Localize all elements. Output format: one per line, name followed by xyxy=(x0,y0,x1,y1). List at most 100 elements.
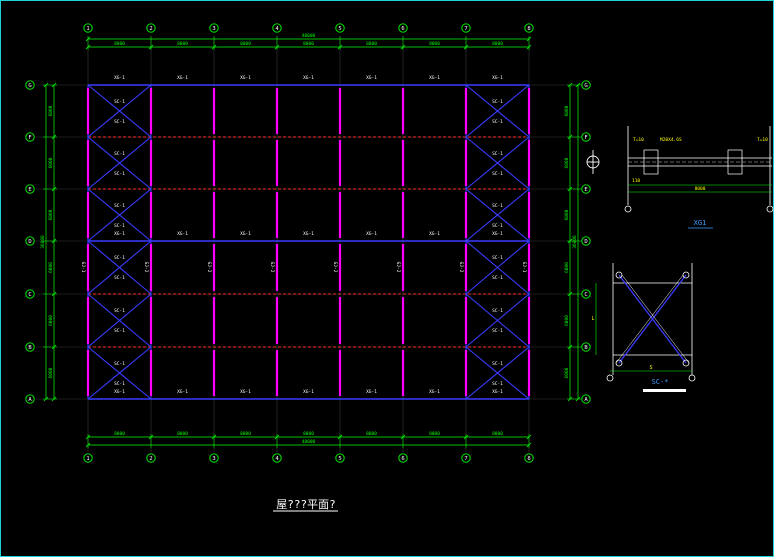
sc-brace-edge xyxy=(615,274,684,364)
detail-label: 8000 xyxy=(695,186,706,192)
column-tag: GJ-1 xyxy=(521,262,527,273)
dim-text: 8000 xyxy=(366,431,377,437)
brace-tag: SC-1 xyxy=(114,151,125,157)
brace-diagonal xyxy=(87,188,152,242)
dim-tick xyxy=(43,396,49,402)
member-tags: XG-1XG-1XG-1XG-1XG-1XG-1XG-1XG-1XG-1XG-1… xyxy=(80,75,527,395)
detail-label: 110 xyxy=(632,178,640,184)
axis-bubble-right-circle xyxy=(581,394,591,404)
axis-bubble-top: 5 xyxy=(338,26,341,32)
sc-brace-edge xyxy=(621,274,690,364)
dim-text: 8000 xyxy=(177,431,188,437)
axis-bubble-bottom-circle xyxy=(146,453,156,463)
dim-text: 6000 xyxy=(564,209,570,220)
sc-gusset xyxy=(615,359,623,367)
axis-bubble-bottom-circle xyxy=(398,453,408,463)
axis-bubble-bottom: 7 xyxy=(464,456,467,462)
dim-text: 6000 xyxy=(564,262,570,273)
beam-tag: XG-1 xyxy=(114,75,125,81)
axis-bubble-bottom: 3 xyxy=(212,456,215,462)
axis-bubble-right-circle xyxy=(581,132,591,142)
axis-bubble-top: 8 xyxy=(527,26,530,32)
axis-bubble-top-circle xyxy=(461,23,471,33)
beam-tag: XG-1 xyxy=(492,231,503,237)
beam-tag: XG-1 xyxy=(366,389,377,395)
axis-bubble-right-circle xyxy=(581,80,591,90)
column-tag: GJ-2 xyxy=(458,262,464,273)
axis-bubble-right-circle xyxy=(581,236,591,246)
brace-tag: SC-1 xyxy=(492,255,503,261)
dim-text: 6000 xyxy=(564,157,570,168)
sc-brace xyxy=(618,274,687,364)
axis-bubble-left: B xyxy=(28,345,32,351)
beam-tag: XG-1 xyxy=(492,75,503,81)
beam-tag: XG-1 xyxy=(114,389,125,395)
axis-bubble-top: 6 xyxy=(401,26,404,32)
axis-bubble-left-circle xyxy=(25,80,35,90)
axis-bubble-right-circle xyxy=(581,342,591,352)
dim-tick xyxy=(43,82,49,88)
beam-tag: XG-1 xyxy=(366,75,377,81)
brace-diagonal xyxy=(465,346,530,400)
axis-bubble-bottom: 4 xyxy=(275,456,279,462)
brace-diagonal xyxy=(87,240,152,295)
detail-end-plate xyxy=(643,149,659,175)
axis-bubble-top-circle xyxy=(335,23,345,33)
detail-sc: L S SC-* xyxy=(591,263,696,392)
sc-gusset xyxy=(682,359,690,367)
axis-bubble-left: F xyxy=(28,135,31,141)
column-tag: GJ-2 xyxy=(143,262,149,273)
beam-tag: XG-1 xyxy=(429,389,440,395)
axis-bubble-left: D xyxy=(28,239,31,245)
axis-bubble-bottom: 1 xyxy=(86,456,89,462)
dim-tick xyxy=(575,396,581,402)
sc-caption: SC-* xyxy=(652,378,669,386)
axis-bubble-bottom-circle xyxy=(272,453,282,463)
axis-bubble-top-circle xyxy=(209,23,219,33)
dim-text: 6000 xyxy=(564,367,570,378)
dim-tick xyxy=(85,442,91,448)
axis-bubble-right: B xyxy=(584,345,588,351)
axis-bubble-left-circle xyxy=(25,394,35,404)
dim-text: 8000 xyxy=(240,41,251,47)
beam-tag: XG-1 xyxy=(240,231,251,237)
detail-label: T=10 xyxy=(757,137,768,143)
sc-dim-label: S xyxy=(649,365,652,371)
beam-tag: XG-1 xyxy=(366,231,377,237)
axis-bubble-left: C xyxy=(28,292,31,298)
dim-text: 8000 xyxy=(492,431,503,437)
brace-tag: SC-1 xyxy=(492,119,503,125)
axis-bubble-bottom: 8 xyxy=(527,456,530,462)
beam-tag: XG-1 xyxy=(429,75,440,81)
axis-bubble-right: E xyxy=(584,187,587,193)
dim-text: 8000 xyxy=(303,431,314,437)
detail-end-plate xyxy=(727,149,743,175)
brace-tag: SC-1 xyxy=(492,151,503,157)
axis-bubble-right: G xyxy=(584,83,587,89)
axis-bubble-top-circle xyxy=(83,23,93,33)
sc-dim-label: L xyxy=(591,316,594,322)
column-tag: GJ-2 xyxy=(395,262,401,273)
brace-tag: SC-1 xyxy=(492,99,503,105)
column-tag: GJ-2 xyxy=(206,262,212,273)
column-tag: GJ-2 xyxy=(269,262,275,273)
dim-text: 8000 xyxy=(114,431,125,437)
beam-tag: XG-1 xyxy=(114,231,125,237)
dim-total-text: 36000 xyxy=(572,235,578,249)
axis-bubble-bottom: 5 xyxy=(338,456,341,462)
bracing-layer xyxy=(87,84,530,400)
beam-tag: XG-1 xyxy=(303,75,314,81)
brace-tag: SC-1 xyxy=(492,203,503,209)
column-tag: GJ-1 xyxy=(80,262,86,273)
axis-bubble-top: 4 xyxy=(275,26,279,32)
brace-tag: SC-1 xyxy=(492,381,503,387)
detail-bubble xyxy=(766,205,774,213)
dim-tick xyxy=(526,442,532,448)
beam-tag: XG-1 xyxy=(429,231,440,237)
dim-tick xyxy=(85,36,91,42)
brace-tag: SC-1 xyxy=(114,223,125,229)
dim-text: 6000 xyxy=(564,105,570,116)
axis-bubble-top-circle xyxy=(146,23,156,33)
